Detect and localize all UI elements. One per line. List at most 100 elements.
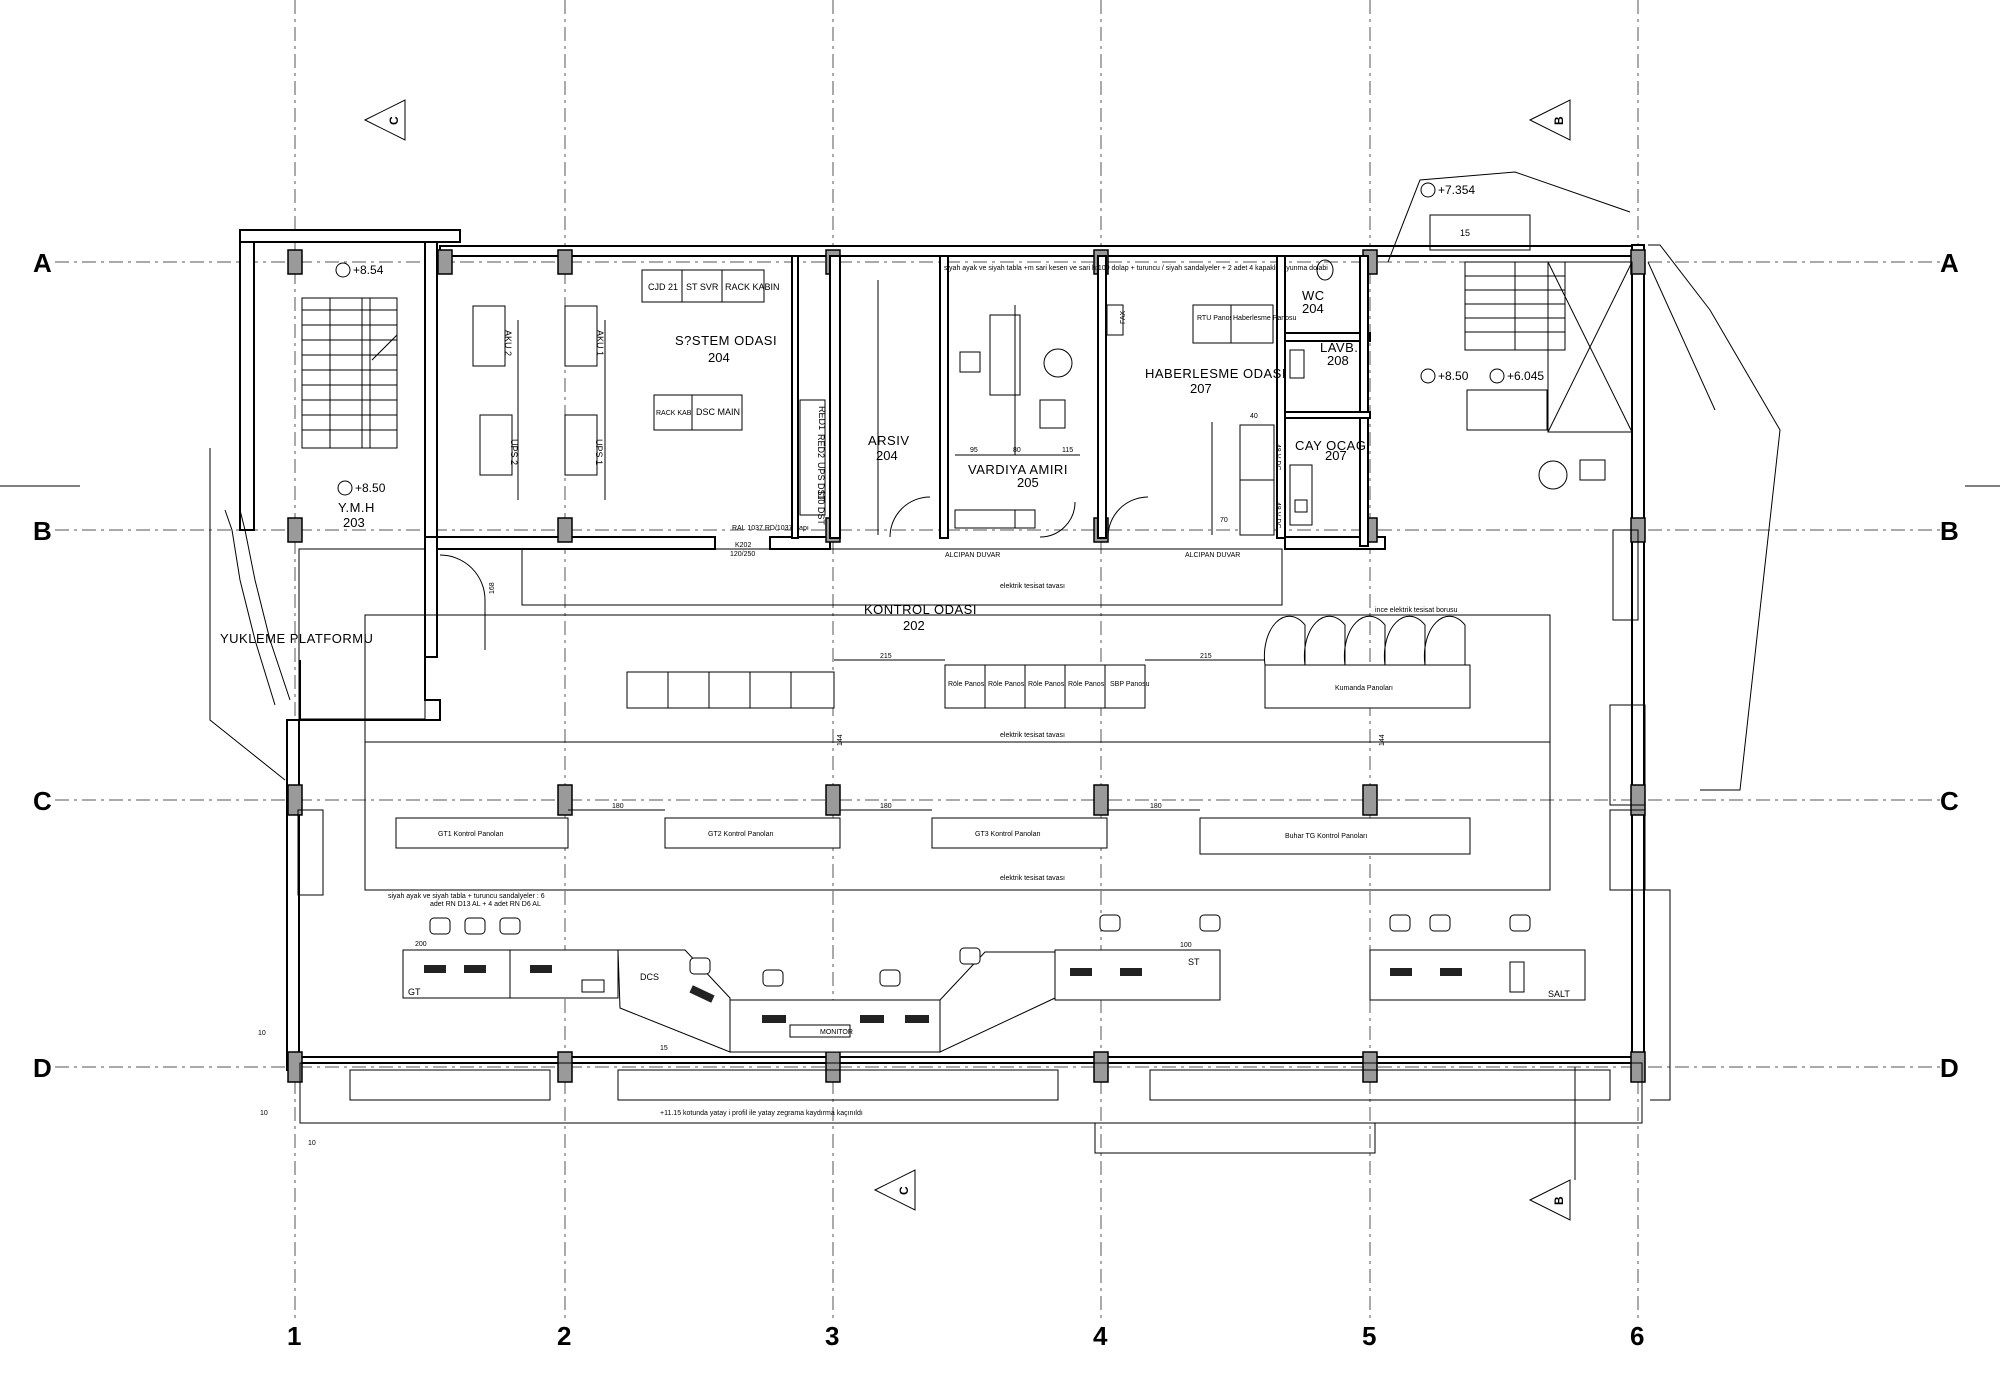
grid-label-6: 6 — [1630, 1321, 1644, 1351]
ymh-stair: +8.54 +8.50 Y.M.H 203 — [301, 262, 398, 530]
haberlesme-room: FAX RTU Panosu Haberlesme Panosu HABERLE… — [1106, 255, 1297, 559]
ince-boru-label: ince elektrik tesisat borusu — [1375, 607, 1458, 614]
arsiv-room: RED1 RED2 UPS DST 110 DST ARSIV 204 — [791, 255, 949, 539]
outer-walls — [239, 229, 1645, 1071]
dim-100: 100 — [1180, 942, 1192, 949]
tray-label-2: elektrik tesisat tavası — [1000, 732, 1065, 739]
dim-15: 15 — [660, 1045, 668, 1052]
gt1-label: GT1 Kontrol Panoları — [438, 831, 504, 838]
gt-panels: GT1 Kontrol Panoları 180 GT2 Kontrol Pan… — [395, 803, 1471, 855]
stair-level-mid: +8.50 — [1438, 369, 1469, 383]
st-desk-label: ST — [1188, 957, 1200, 967]
section-c-top-label: C — [387, 116, 401, 125]
wet-rooms: WC 204 LAVB. 208 CAY OCAGI 207 — [1284, 255, 1371, 547]
section-b-bottom-label: B — [1552, 1196, 1566, 1205]
dim-40: 40 — [1250, 413, 1258, 420]
wc-room-name: WC — [1302, 288, 1325, 303]
grid-label-c-left: C — [33, 786, 52, 816]
grid-label-b-right: B — [1940, 516, 1959, 546]
dim-70: 70 — [1220, 517, 1228, 524]
red2-label: RED2 — [816, 434, 826, 458]
bottom-facade: +11.15 kotunda yatay i profil ile yatay … — [258, 529, 1671, 1154]
dim-80: 80 — [1013, 447, 1021, 454]
section-b-top-label: B — [1552, 116, 1566, 125]
platform-note: +11.15 kotunda yatay i profil ile yatay … — [660, 1110, 863, 1117]
kontrol-room-number: 202 — [903, 618, 925, 633]
grid-label-4: 4 — [1093, 1321, 1108, 1351]
aku-2-label: AKU 2 — [503, 330, 513, 356]
cay-room-number: 207 — [1325, 448, 1347, 463]
section-marker-c-bottom: C — [873, 1169, 916, 1211]
dim-180-c: 180 — [1150, 803, 1162, 810]
rtu-label: RTU Panosu — [1197, 315, 1237, 322]
alcipan-2: ALCIPAN DUVAR — [1185, 552, 1240, 559]
kumanda-panels: Kumanda Panoları — [1263, 615, 1471, 709]
salt-desk-label: SALT — [1548, 989, 1570, 999]
arsiv-room-name: ARSIV — [868, 433, 910, 448]
role-panels: Röle Panosu 1 Röle Panosu 2 Röle Panosu … — [944, 664, 1150, 709]
cay-room-name: CAY OCAGI — [1295, 438, 1371, 453]
tray-label-3: elektrik tesisat tavası — [1000, 875, 1065, 882]
buhar-label: Buhar TG Kontrol Panoları — [1285, 833, 1367, 840]
dim-215-b: 215 — [1200, 653, 1212, 660]
grid-label-1: 1 — [287, 1321, 301, 1351]
section-marker-b-top: B — [1528, 99, 1571, 141]
stair-level-top: +7.354 — [1438, 183, 1475, 197]
rack-kabin-2-label: RACK KABIN — [656, 410, 698, 417]
sistem-room-name: S?STEM ODASI — [675, 333, 777, 348]
grid-row-labels: A B C D A B C D — [33, 248, 1959, 1083]
gt2-label: GT2 Kontrol Panoları — [708, 831, 774, 838]
grid-label-a-left: A — [33, 248, 52, 278]
rack-kabin-1-label: RACK KABIN — [725, 282, 780, 292]
k202-label: K202 — [735, 542, 751, 549]
cjd-label: CJD 21 — [648, 282, 678, 292]
section-c-bottom-label: C — [897, 1186, 911, 1195]
grid-label-d-left: D — [33, 1053, 52, 1083]
lavb-room-name: LAVB. — [1320, 340, 1358, 355]
dim-180-b: 180 — [880, 803, 892, 810]
gt-desk-label: GT — [408, 987, 421, 997]
loading-platform: YUKLEME PLATFORMU — [209, 448, 486, 781]
grid-label-b-left: B — [33, 516, 52, 546]
ymh-level: +8.50 — [355, 481, 386, 495]
dc48-1-label: 48 V DC — [1274, 444, 1281, 470]
dsc-main-label: DSC MAIN — [696, 407, 740, 417]
ymh-room-number: 203 — [343, 515, 365, 530]
red1-label: RED1 — [817, 406, 827, 430]
lavb-room-number: 208 — [1327, 353, 1349, 368]
k202-dim: 120/250 — [730, 551, 755, 558]
dim-200: 200 — [415, 941, 427, 948]
dim-215-a: 215 — [880, 653, 892, 660]
haberlesme-panosu-label: Haberlesme Panosu — [1233, 315, 1297, 322]
grid-col-labels: 1 2 3 4 5 6 — [287, 1321, 1644, 1351]
dc48-2-label: 48 V DC — [1274, 502, 1281, 528]
gt3-label: GT3 Kontrol Panoları — [975, 831, 1041, 838]
aku-1-label: AKU 1 — [595, 330, 605, 356]
role-1-label: Röle Panosu 1 — [948, 681, 994, 688]
desk-note-2: adet RN D13 AL + 4 adet RN D6 AL — [430, 901, 541, 908]
vardiya-room-name: VARDIYA AMIRI — [968, 462, 1068, 477]
dim-10-a: 10 — [258, 1030, 266, 1037]
ups-dst-label: UPS DST — [816, 462, 826, 502]
st-svr-label: ST SVR — [686, 282, 719, 292]
arsiv-room-number: 204 — [876, 448, 898, 463]
dim-10-c: 10 — [308, 1140, 316, 1147]
vardiya-note: siyah ayak ve siyah tabla +m sari kesen … — [944, 265, 1328, 272]
ymh-level-top: +8.54 — [353, 263, 384, 277]
grid-label-d-right: D — [1940, 1053, 1959, 1083]
panel-row-1-left — [626, 671, 835, 709]
grid-label-2: 2 — [557, 1321, 571, 1351]
sistem-room: S?STEM ODASI 204 CJD 21 ST SVR RACK KABI… — [472, 255, 841, 558]
section-marker-c-top: C — [363, 99, 406, 141]
ral-note: RAL 1037 RD/1037 Kapı — [732, 525, 809, 532]
fax-label: FAX — [1120, 310, 1127, 324]
grid-label-a-right: A — [1940, 248, 1959, 278]
ymh-room-name: Y.M.H — [338, 500, 375, 515]
sistem-room-number: 204 — [708, 350, 730, 365]
grid-label-5: 5 — [1362, 1321, 1376, 1351]
wc-room-number: 204 — [1302, 301, 1324, 316]
operator-desks: GT 200 DCS MONITOR ST 100 SALT — [402, 914, 1586, 1053]
desk-note-1: siyah ayak ve siyah tabla + turuncu sand… — [388, 893, 545, 900]
alcipan-1: ALCIPAN DUVAR — [945, 552, 1000, 559]
